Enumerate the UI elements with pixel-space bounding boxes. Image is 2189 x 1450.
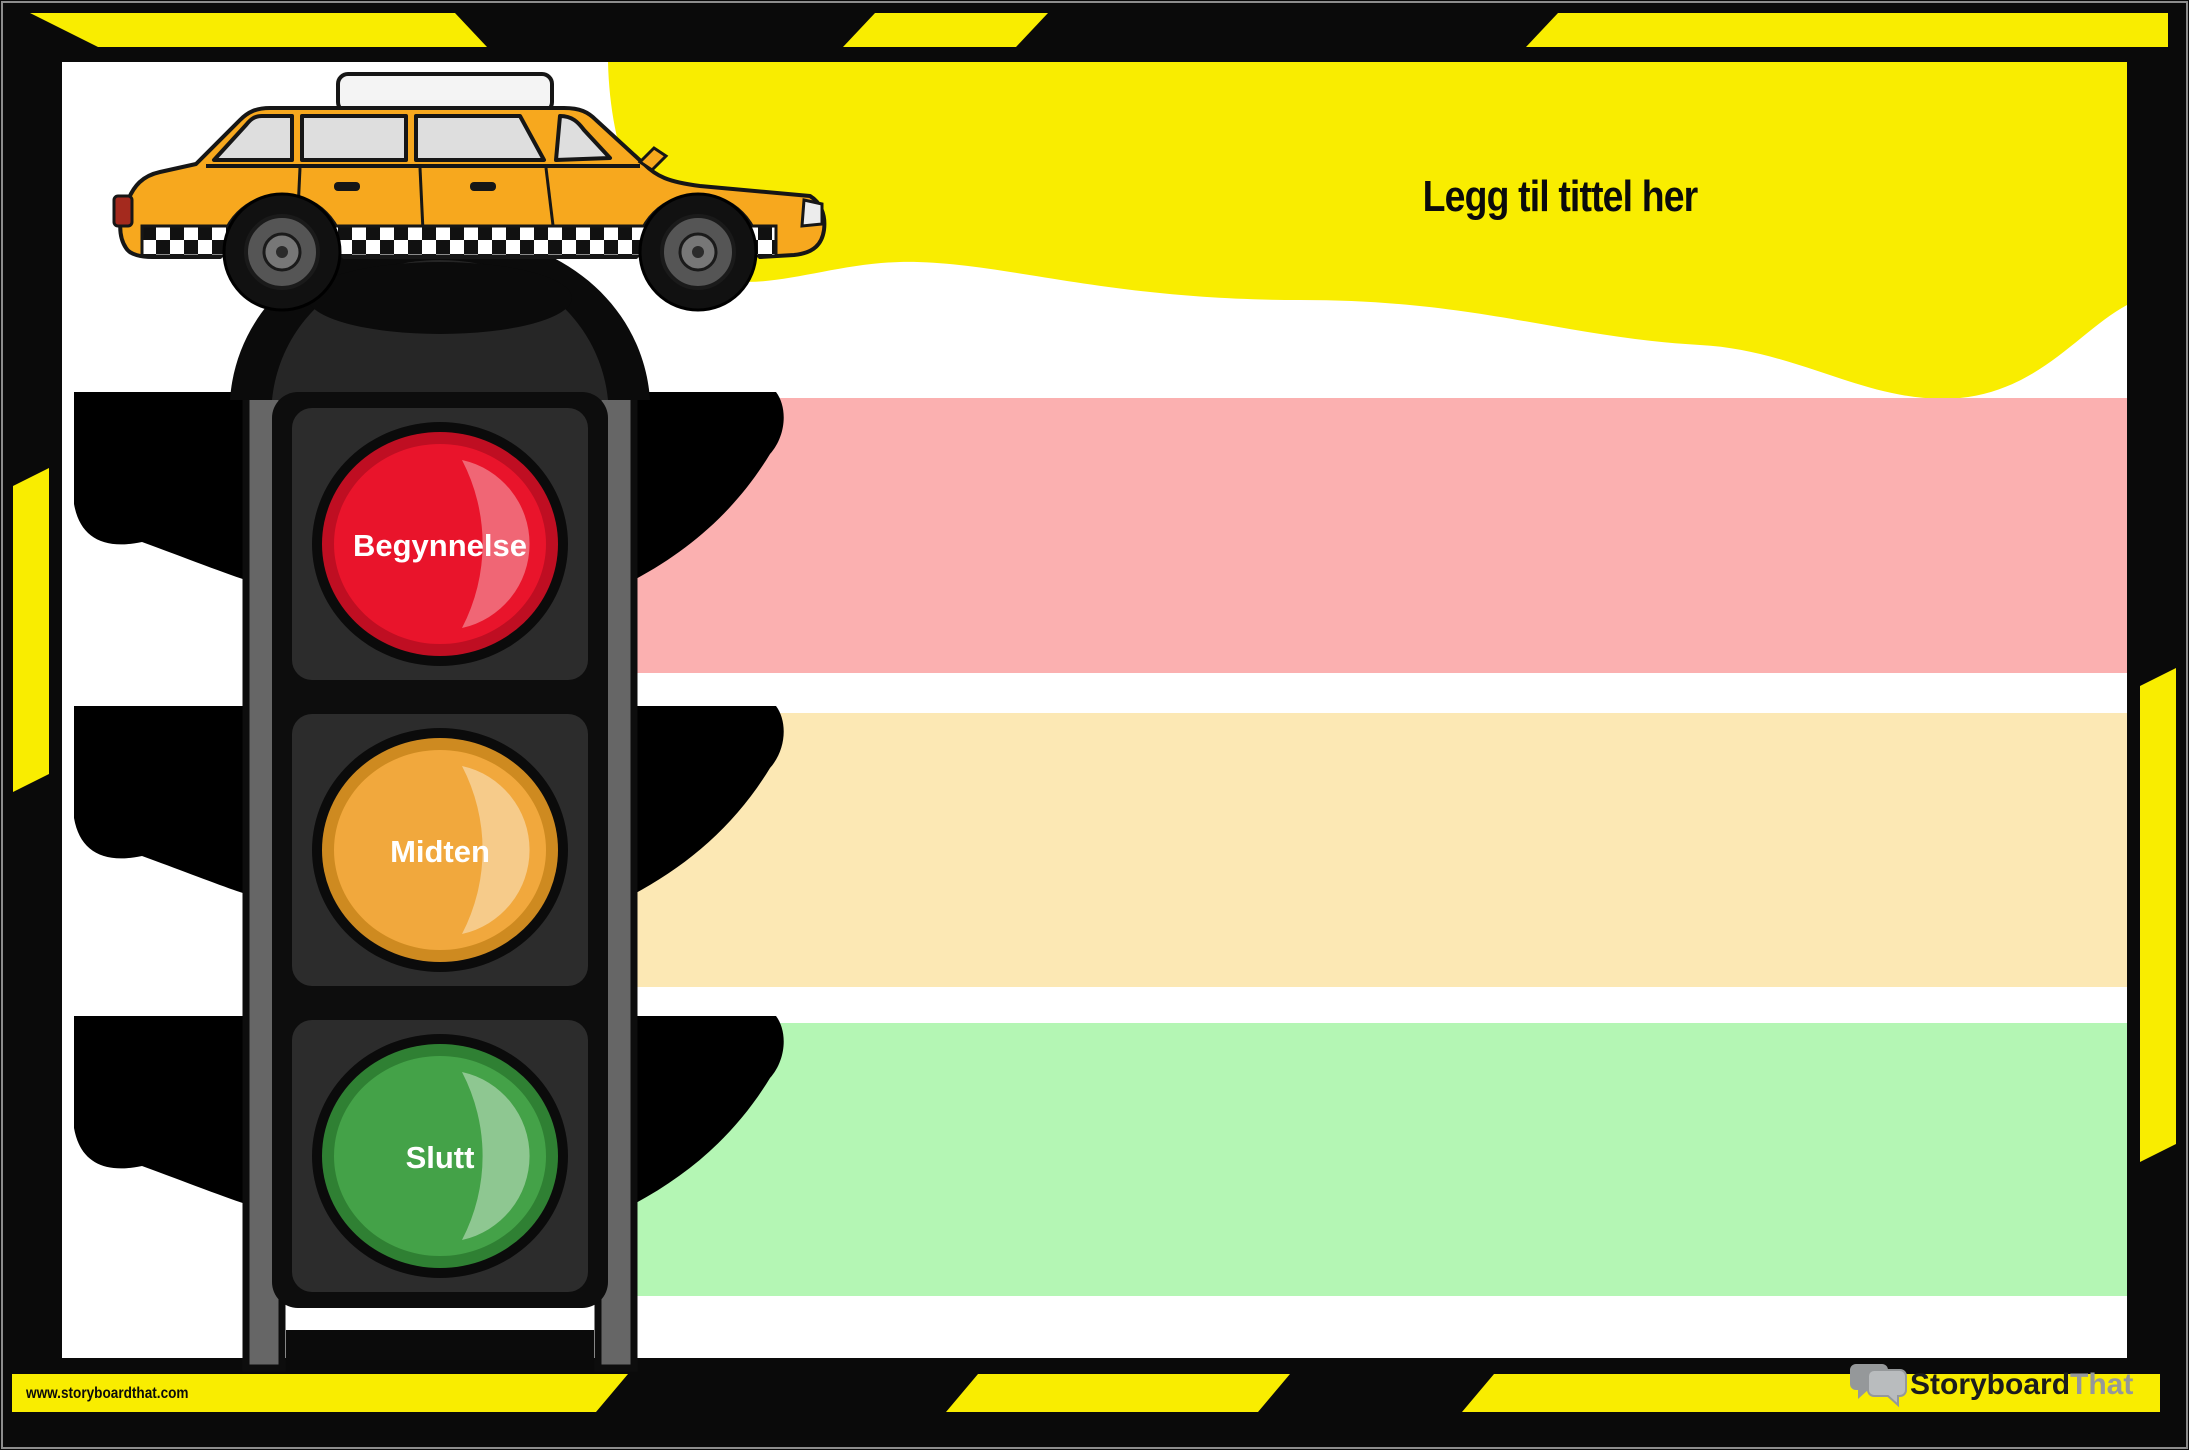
yellow-light-highlight <box>462 766 530 934</box>
hazard-stripe-top-2 <box>843 13 1048 47</box>
taxi-rear-window <box>212 114 294 162</box>
wing-left-bottom <box>74 1016 282 1206</box>
green-light: Slutt <box>312 1034 568 1278</box>
green-light-lens <box>334 1056 546 1256</box>
title-placeholder[interactable]: Legg til tittel her <box>1423 171 1700 221</box>
taxi-windshield <box>554 114 612 162</box>
traffic-light-base <box>286 1330 594 1360</box>
label-beginning: Begynnelse <box>353 528 527 563</box>
red-light: Begynnelse <box>312 422 568 666</box>
label-middle: Midten <box>390 834 490 869</box>
storyboardthat-logo: StoryboardThat <box>1850 1364 2133 1408</box>
wing-right-middle <box>598 706 784 894</box>
red-light-highlight <box>462 460 530 628</box>
writing-bands <box>614 398 2127 1296</box>
hazard-stripe-top-3 <box>1526 13 2168 47</box>
taxi-rear-wheel <box>222 192 342 312</box>
yellow-light: Midten <box>312 728 568 972</box>
red-light-lens <box>334 444 546 644</box>
wing-right-top <box>598 392 784 580</box>
hazard-stripe-top-1 <box>30 13 487 47</box>
wing-left-middle <box>74 706 282 896</box>
taxi-front-wheel <box>638 192 758 312</box>
hazard-stripe-bottom-3 <box>1462 1374 2160 1412</box>
traffic-light-wings <box>74 392 784 1206</box>
band-end <box>614 1023 2127 1296</box>
taxi-mirror <box>637 146 669 172</box>
wing-right-bottom <box>598 1016 784 1204</box>
taxi-door-handle-1 <box>334 182 360 191</box>
band-middle <box>614 713 2127 987</box>
speech-bubble-icon <box>1850 1364 1907 1408</box>
logo-text: StoryboardThat <box>1910 1368 2133 1401</box>
hazard-stripe-left <box>13 468 49 792</box>
taxi <box>112 72 827 312</box>
hazard-stripe-bottom-2 <box>946 1374 1290 1412</box>
yellow-light-lens <box>334 750 546 950</box>
taxi-head-light <box>800 198 824 228</box>
green-light-highlight <box>462 1072 530 1240</box>
taxi-tail-light <box>112 194 134 228</box>
taxi-front-window <box>414 114 546 162</box>
band-beginning <box>614 398 2127 673</box>
taxi-windows <box>212 114 612 162</box>
traffic-light-dome-shade <box>308 262 572 334</box>
logo-text-storyboard: Storyboard <box>1910 1368 2070 1401</box>
wing-left-top <box>74 392 282 582</box>
hazard-stripe-bottom-1 <box>12 1374 628 1412</box>
hazard-stripe-right <box>2140 668 2176 1162</box>
website-link[interactable]: www.storyboardthat.com <box>25 1385 188 1402</box>
traffic-light: Begynnelse Midten Slutt <box>74 232 784 1372</box>
title-blob <box>608 62 2127 399</box>
label-end: Slutt <box>406 1140 475 1175</box>
taxi-door-handle-2 <box>470 182 496 191</box>
taxi-mid-window <box>300 114 408 162</box>
logo-text-that: That <box>2070 1368 2133 1401</box>
